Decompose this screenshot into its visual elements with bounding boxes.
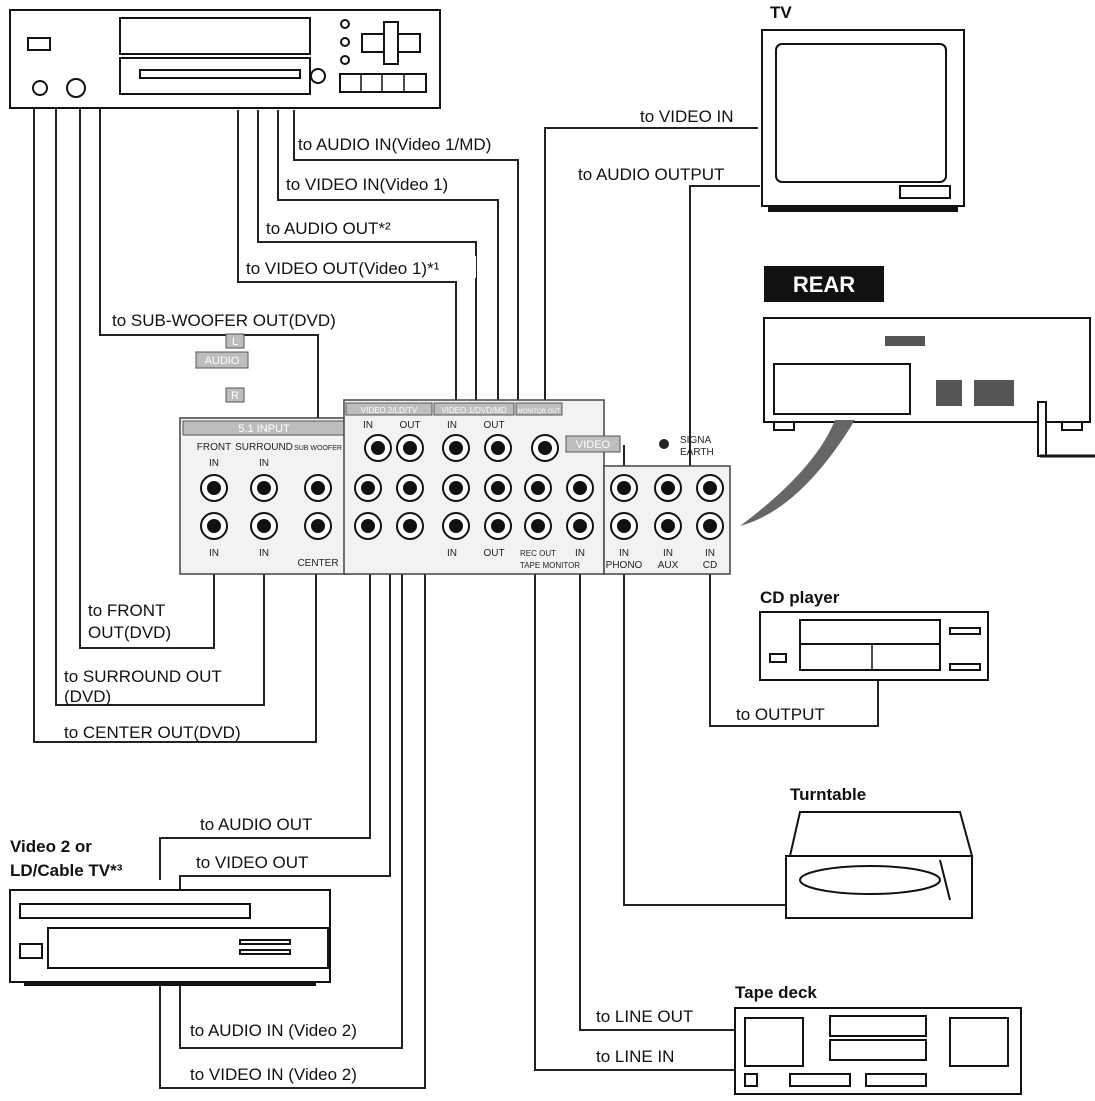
- wire-tape-line-out: [579, 520, 735, 1031]
- wire-tv-audio-output: [689, 185, 760, 528]
- l-label: L: [232, 336, 238, 348]
- panel-center-label: CENTER: [297, 558, 338, 569]
- panel-rec-out-label: REC OUT: [520, 549, 556, 558]
- panel-video2-label: VIDEO 2/LD/TV: [361, 406, 418, 415]
- earth-label: EARTH: [680, 447, 714, 458]
- panel-surround-label: SURROUND: [235, 442, 293, 453]
- wire-vcr-video-in: [159, 445, 426, 1089]
- label-vcr-audio-out: to AUDIO OUT: [200, 815, 312, 834]
- panel-in-label: IN: [363, 420, 373, 431]
- panel-in-label: IN: [209, 548, 219, 559]
- cd-player-title: CD player: [760, 588, 840, 607]
- panel-out-label: OUT: [483, 548, 504, 559]
- video-badge: [565, 435, 621, 453]
- dvd-player: [9, 9, 441, 109]
- labels: to AUDIO IN(Video 1/MD) to VIDEO IN(Vide…: [64, 107, 825, 1084]
- audio-badge-label: AUDIO: [205, 355, 240, 367]
- label-vcr-video-in: to VIDEO IN (Video 2): [190, 1065, 357, 1084]
- label-sub-woofer-out: to SUB-WOOFER OUT(DVD): [112, 311, 336, 330]
- panel-monitor-label: MONITOR OUT: [518, 409, 561, 415]
- tape-deck-title: Tape deck: [735, 983, 817, 1002]
- panel-subwoofer-label: SUB WOOFER: [294, 445, 342, 452]
- label-cd-output: to OUTPUT: [736, 705, 825, 724]
- panel-cd-label: CD: [703, 560, 717, 571]
- wire-vcr-audio-in: [179, 520, 403, 1049]
- vcr-title-1: Video 2 or: [10, 837, 92, 856]
- wire-tv-video-in: [544, 127, 758, 445]
- panel-video1-label: VIDEO 1/DVD/MD: [441, 406, 507, 415]
- panel-in-label: IN: [447, 548, 457, 559]
- panel-in-label: IN: [259, 458, 269, 469]
- rear-badge: [764, 266, 884, 302]
- wire-surround-out: [55, 108, 265, 706]
- rear-title: REAR: [793, 272, 855, 297]
- label-surround-out-1: to SURROUND OUT: [64, 667, 222, 686]
- wire-sub-woofer: [99, 108, 319, 482]
- panel-in-label: IN: [705, 548, 715, 559]
- label-video-in-video1: to VIDEO IN(Video 1): [286, 175, 448, 194]
- label-tape-line-in: to LINE IN: [596, 1047, 674, 1066]
- wire-cd-output: [709, 520, 879, 727]
- panel-in-label: IN: [259, 548, 269, 559]
- wire-audio-out: [257, 110, 477, 480]
- panel-in-label: IN: [209, 458, 219, 469]
- audio-badge: [195, 351, 249, 369]
- label-vcr-audio-in: to AUDIO IN (Video 2): [190, 1021, 357, 1040]
- panel-phono-label: PHONO: [606, 560, 643, 571]
- wire-vcr-audio-out: [159, 520, 371, 880]
- tv-title: TV: [770, 3, 792, 22]
- cd-player: CD player: [759, 588, 989, 681]
- r-label: R: [231, 390, 239, 402]
- panel-out-label: OUT: [399, 420, 420, 431]
- label-tv-audio-output: to AUDIO OUTPUT: [578, 165, 724, 184]
- vcr-title-2: LD/Cable TV*³: [10, 861, 123, 880]
- label-video-out-video1: to VIDEO OUT(Video 1)*¹: [246, 259, 440, 278]
- video-badge-label: VIDEO: [576, 439, 611, 451]
- panel-in-label: IN: [447, 420, 457, 431]
- signal-label: SIGNA: [680, 435, 711, 446]
- rear-panel: 5.1 INPUT FRONT SURROUND SUB WOOFER IN I…: [179, 333, 731, 575]
- panel-in-label: IN: [663, 548, 673, 559]
- jacks: [200, 434, 724, 540]
- vcr: Video 2 or LD/Cable TV*³: [9, 837, 331, 986]
- panel-51-label: 5.1 INPUT: [238, 423, 290, 435]
- label-front-out-1: to FRONT: [88, 601, 165, 620]
- wires: [33, 108, 879, 1089]
- wire-vcr-video-out: [179, 445, 391, 890]
- panel-tape-monitor-label: TAPE MONITOR: [520, 561, 580, 570]
- wire-tape-line-in: [534, 520, 735, 1071]
- label-tape-line-out: to LINE OUT: [596, 1007, 693, 1026]
- rear-receiver: REAR: [740, 266, 1095, 526]
- label-center-out: to CENTER OUT(DVD): [64, 723, 241, 742]
- tape-deck: Tape deck: [734, 983, 1022, 1095]
- label-audio-out-2: to AUDIO OUT*²: [266, 219, 391, 238]
- panel-out-label: OUT: [483, 420, 504, 431]
- wire-video-out-video1: [237, 110, 457, 442]
- turntable-title: Turntable: [790, 785, 866, 804]
- label-audio-in-video1-md: to AUDIO IN(Video 1/MD): [298, 135, 491, 154]
- panel-front-label: FRONT: [197, 442, 231, 453]
- panel-aux-label: AUX: [658, 560, 679, 571]
- wire-turntable: [623, 445, 790, 906]
- panel-video-section: [343, 399, 605, 575]
- label-vcr-video-out: to VIDEO OUT: [196, 853, 308, 872]
- tv: TV: [761, 3, 965, 212]
- wire-video-in-video1: [277, 110, 499, 442]
- panel-in-label: IN: [619, 548, 629, 559]
- turntable: Turntable: [785, 785, 974, 919]
- label-tv-video-in: to VIDEO IN: [640, 107, 734, 126]
- label-front-out-2: OUT(DVD): [88, 623, 171, 642]
- panel-in-label: IN: [575, 548, 585, 559]
- label-surround-out-2: (DVD): [64, 687, 111, 706]
- wire-audio-in-video1: [293, 110, 519, 520]
- wire-center-out: [33, 108, 317, 743]
